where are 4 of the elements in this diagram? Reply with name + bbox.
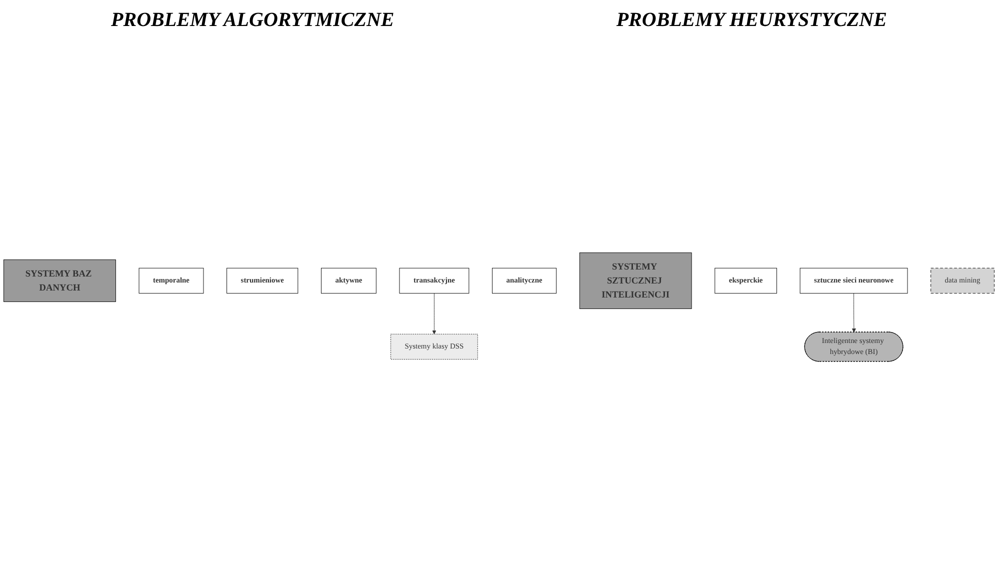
section-heading: PROBLEMY HEURYSTYCZNE [616, 8, 887, 32]
section-heading: PROBLEMY ALGORYTMICZNE [111, 8, 394, 32]
node-box: SYSTEMY BAZ DANYCH [4, 260, 116, 302]
node-box: SYSTEMY SZTUCZNEJ INTELIGENCJI [579, 252, 692, 310]
